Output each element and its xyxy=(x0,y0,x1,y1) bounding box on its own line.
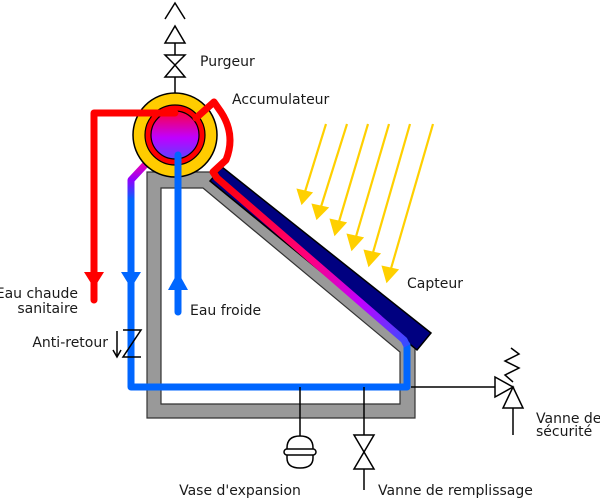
cold-loop-pipe xyxy=(127,161,411,391)
label-eau-chaude: Eau chaude xyxy=(0,286,78,302)
label-capteur: Capteur xyxy=(407,276,463,292)
label-accumulateur: Accumulateur xyxy=(232,92,330,108)
flow-arrow-down xyxy=(121,272,141,288)
label-sanitaire: sanitaire xyxy=(17,301,78,317)
cold-water-inlet xyxy=(168,151,188,316)
collector-hot-return xyxy=(192,98,234,182)
check-valve-symbol xyxy=(112,329,143,359)
purgeur-symbol xyxy=(163,1,187,93)
expansion-vessel-symbol xyxy=(283,387,317,469)
label-anti-retour: Anti-retour xyxy=(32,335,108,351)
safety-valve-symbol xyxy=(411,347,525,435)
label-vanne-securite-1: Vanne de xyxy=(536,411,600,427)
label-purgeur: Purgeur xyxy=(200,54,255,70)
label-vanne-remplissage: Vanne de remplissage xyxy=(378,483,533,499)
fill-valve-symbol xyxy=(352,387,376,490)
sun-rays xyxy=(296,123,435,284)
label-vanne-securite-2: sécurité xyxy=(536,424,592,440)
hot-water-outlet xyxy=(84,109,179,304)
label-eau-froide: Eau froide xyxy=(190,303,261,319)
support-frame xyxy=(146,171,416,419)
label-vase-expansion: Vase d'expansion xyxy=(179,483,301,499)
collector-pipe xyxy=(214,175,411,348)
